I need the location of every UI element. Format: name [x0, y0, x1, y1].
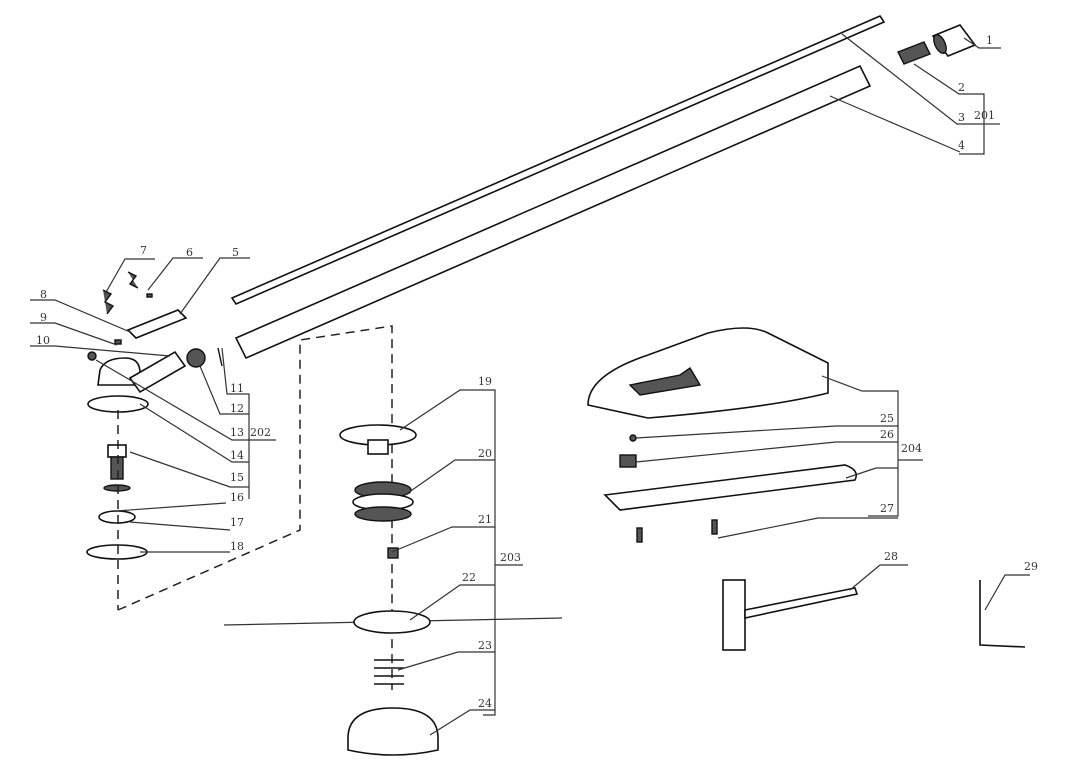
group-label-203: 203 [500, 551, 521, 564]
assembly-path [117, 325, 393, 690]
part-label-6: 6 [186, 246, 193, 259]
group-label-201: 201 [974, 109, 995, 122]
part-label-8: 8 [40, 288, 47, 301]
group-label-204: 204 [901, 442, 922, 455]
part-label-12: 12 [230, 402, 244, 415]
part-label-22: 22 [462, 571, 476, 584]
part-label-2: 2 [958, 81, 965, 94]
leader-lines [30, 33, 1030, 736]
drive-shaft [230, 14, 886, 306]
shaft-tube [234, 64, 872, 360]
part-label-23: 23 [478, 639, 492, 652]
part-label-16: 16 [230, 491, 244, 504]
part-label-5: 5 [232, 246, 239, 259]
part-label-24: 24 [478, 697, 492, 710]
part-label-20: 20 [478, 447, 492, 460]
part-label-9: 9 [40, 311, 47, 324]
part-label-11: 11 [230, 382, 244, 395]
bushing [897, 41, 931, 65]
trimmer-head-assembly [223, 424, 563, 756]
hex-key [979, 580, 1026, 648]
part-label-7: 7 [140, 244, 147, 257]
spanner-wrench [722, 579, 859, 651]
part-label-1: 1 [986, 34, 993, 47]
part-label-21: 21 [478, 513, 492, 526]
part-label-10: 10 [36, 334, 50, 347]
part-label-15: 15 [230, 471, 244, 484]
part-label-17: 17 [230, 516, 244, 529]
part-label-29: 29 [1024, 560, 1038, 573]
part-label-3: 3 [958, 111, 965, 124]
part-label-13: 13 [230, 426, 244, 439]
part-label-18: 18 [230, 540, 244, 553]
part-label-26: 26 [880, 428, 894, 441]
part-label-27: 27 [880, 502, 894, 515]
part-label-25: 25 [880, 412, 894, 425]
guard-assembly [587, 327, 858, 543]
gearhead-assembly [86, 271, 223, 610]
part-label-4: 4 [958, 139, 965, 152]
part-label-19: 19 [478, 375, 492, 388]
part-label-28: 28 [884, 550, 898, 563]
part-label-14: 14 [230, 449, 244, 462]
group-label-202: 202 [250, 426, 271, 439]
